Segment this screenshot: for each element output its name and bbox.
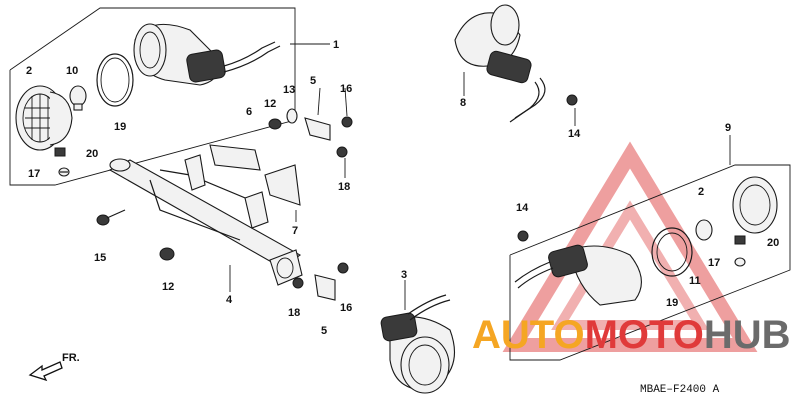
bulb-right (695, 219, 713, 241)
watermark-text: AUTOMOTOHUB (472, 313, 791, 357)
leader-lines (229, 43, 731, 310)
part-label-17-right: 17 (708, 257, 720, 269)
screw-right (734, 257, 746, 267)
part-label-19-right: 19 (666, 297, 678, 309)
bolt-18-upper (336, 146, 348, 158)
screw-left (58, 167, 70, 177)
part-label-14-lower: 14 (516, 202, 529, 214)
part-label-10: 10 (66, 65, 78, 77)
part-label-16-upper: 16 (340, 83, 352, 95)
screw-14-lower (517, 230, 529, 242)
part-label-11: 11 (689, 275, 701, 287)
turn-signal-housing-left (133, 23, 281, 86)
part-label-15: 15 (94, 252, 106, 264)
part-label-7: 7 (292, 225, 298, 237)
part-label-3: 3 (401, 269, 407, 281)
part-label-2-left: 2 (26, 65, 32, 77)
diagram-code: MBAE–F2400 A (640, 384, 720, 396)
turn-signal-9 (514, 176, 778, 306)
clip-left (54, 147, 66, 157)
bracket-6 (209, 144, 261, 171)
part-label-18-lower: 18 (288, 307, 300, 319)
gasket-ring-right (651, 227, 693, 277)
part-labels: 1 2 10 19 20 17 12 13 6 5 16 18 7 15 12 … (26, 39, 779, 337)
part-label-13: 13 (283, 84, 295, 96)
lens-left (15, 85, 73, 151)
bolt-15 (96, 209, 126, 226)
bracket-7 (264, 164, 301, 206)
watermark-part-auto: AUTO (472, 313, 585, 357)
part-label-12-upper: 12 (264, 98, 276, 110)
gasket-ring-left (96, 53, 134, 107)
part-label-14-upper: 14 (568, 128, 581, 140)
part-label-5-upper: 5 (310, 75, 316, 87)
part-label-1: 1 (333, 39, 339, 51)
bracket-5-lower (314, 274, 336, 301)
part-label-16-lower: 16 (340, 302, 352, 314)
clip-right (734, 235, 746, 245)
washer-12-upper (268, 118, 282, 130)
screw-14-upper (566, 94, 578, 106)
part-label-17-left: 17 (28, 168, 40, 180)
part-label-18-upper: 18 (338, 181, 350, 193)
front-direction-arrow: FR. (28, 352, 80, 382)
bulb-left (69, 85, 87, 111)
part-label-6: 6 (246, 106, 252, 118)
part-label-12-lower: 12 (162, 281, 174, 293)
front-label: FR. (62, 352, 80, 364)
part-label-8: 8 (460, 97, 466, 109)
nut-16-upper (341, 116, 353, 128)
washer-12-lower (159, 247, 175, 261)
bracket-5-upper (304, 117, 331, 141)
part-label-19-left: 19 (114, 121, 126, 133)
nut-16-lower (337, 262, 349, 274)
watermark-part-hub: HUB (704, 313, 791, 357)
part-label-20-right: 20 (767, 237, 779, 249)
collar-13 (286, 108, 298, 124)
part-label-5-lower: 5 (321, 325, 327, 337)
bolt-18-lower (292, 277, 304, 289)
turn-signal-3 (380, 294, 455, 394)
front-arrow-icon (28, 361, 63, 382)
stay-pipe (108, 154, 303, 286)
part-label-4: 4 (226, 294, 233, 306)
part-label-2-right: 2 (698, 186, 704, 198)
group-outline-right (509, 164, 791, 361)
turn-signal-8 (454, 4, 546, 123)
part-label-9: 9 (725, 122, 731, 134)
part-label-20-left: 20 (86, 148, 98, 160)
watermark-part-moto: MOTO (585, 313, 704, 357)
